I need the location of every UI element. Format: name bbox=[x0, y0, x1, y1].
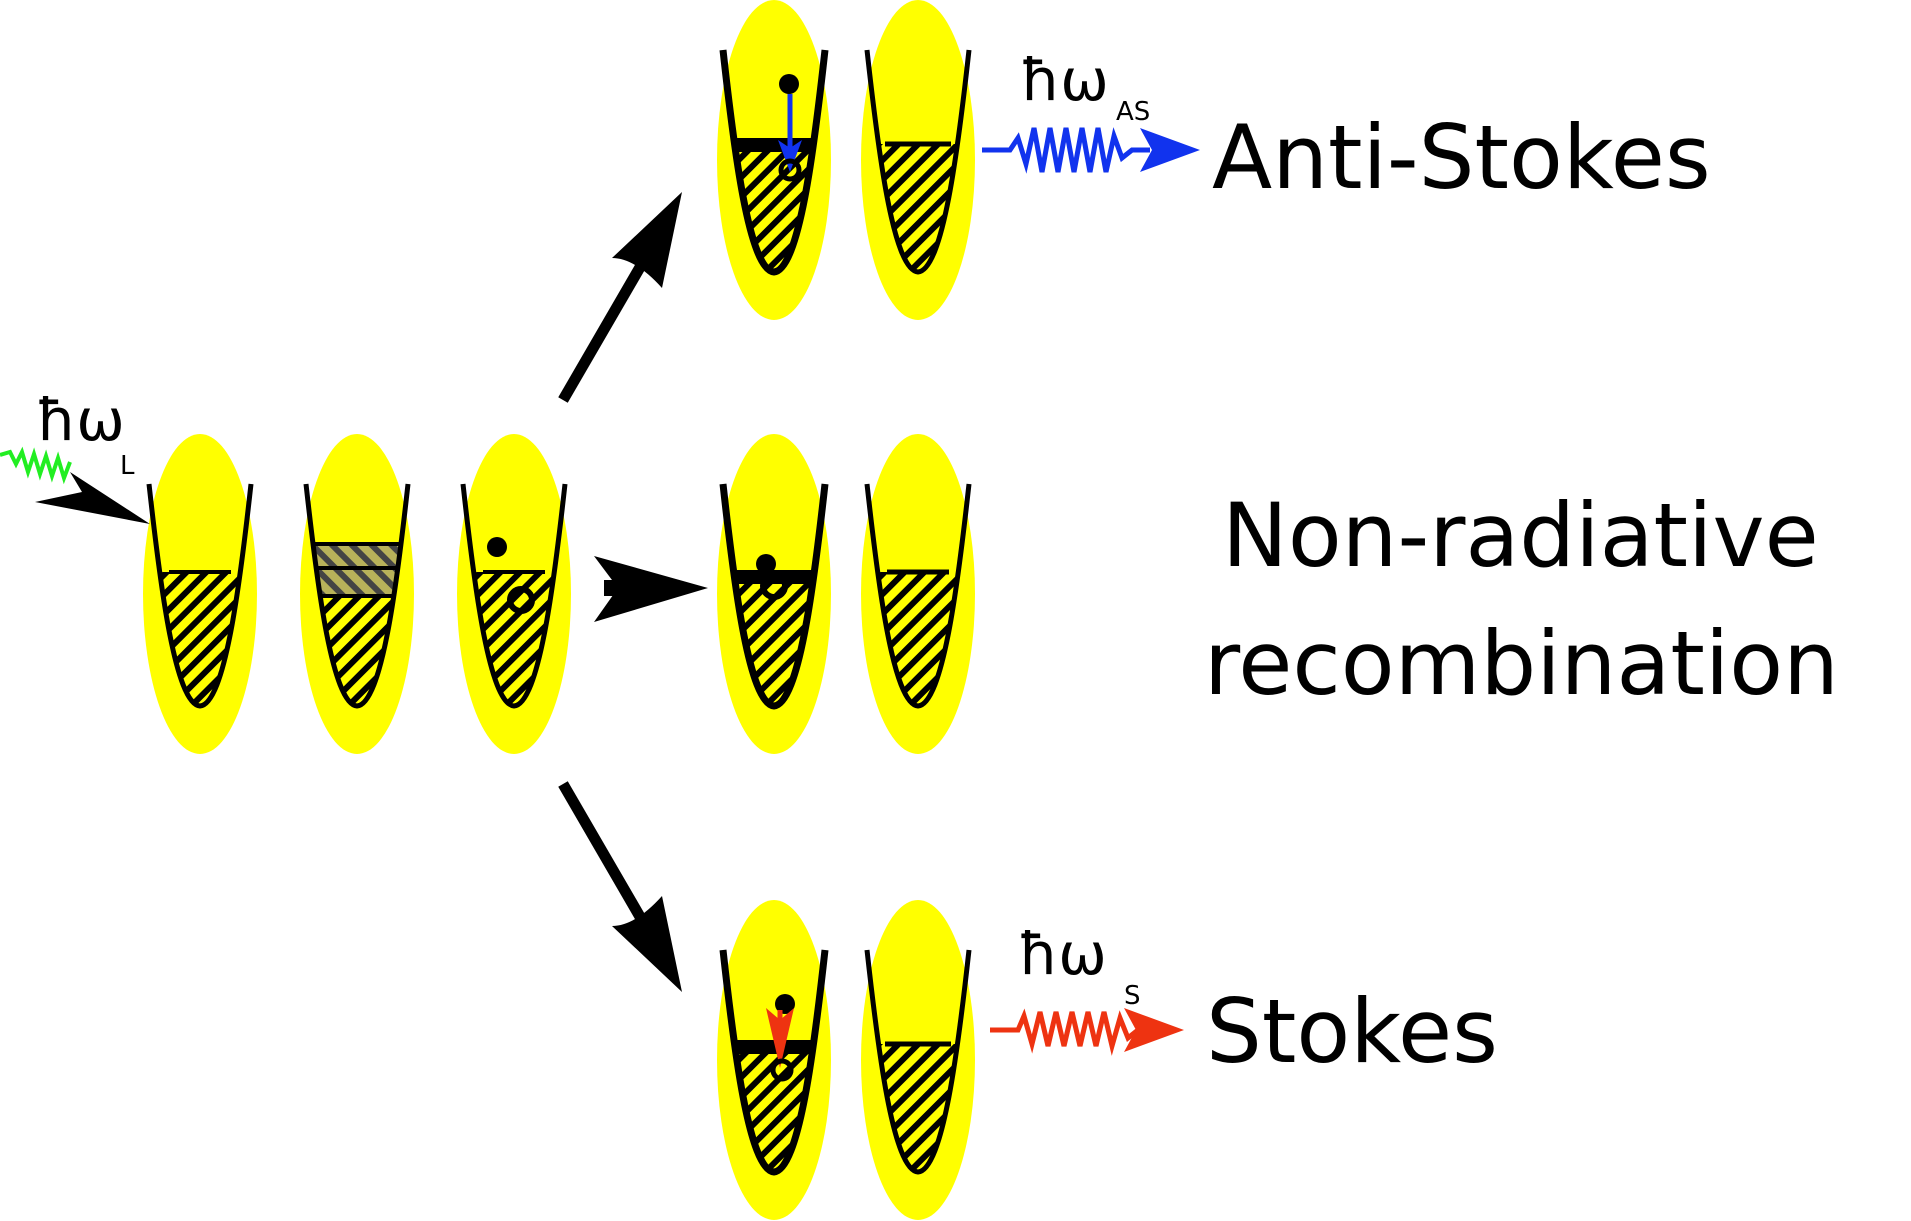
stokes-wave bbox=[990, 1008, 1150, 1056]
anti-stokes-hbar-omega: ħω bbox=[1020, 46, 1109, 114]
potential-well bbox=[864, 949, 972, 1175]
electron bbox=[779, 74, 799, 94]
potential-well bbox=[719, 949, 829, 1176]
stokes-subscript: S bbox=[1124, 981, 1141, 1011]
potential-well bbox=[460, 483, 568, 709]
potential-well bbox=[303, 483, 411, 709]
stokes-label: Stokes bbox=[1206, 980, 1498, 1083]
stokes-photon bbox=[990, 1008, 1184, 1056]
quantum-dot-3 bbox=[457, 434, 571, 754]
quantum-dot-2 bbox=[300, 434, 414, 754]
anti-stokes-subscript: AS bbox=[1116, 97, 1150, 127]
non-radiative-label-line1: Non-radiative bbox=[1222, 484, 1819, 587]
potential-well bbox=[719, 483, 829, 710]
non-radiative-label-line2: recombination bbox=[1204, 612, 1839, 715]
arrow-to-stokes bbox=[558, 781, 682, 992]
laser-subscript: L bbox=[120, 451, 135, 481]
arrow-to-anti-stokes bbox=[558, 192, 682, 403]
non-radiative-dot-1 bbox=[717, 434, 831, 754]
hole bbox=[507, 586, 535, 614]
stokes-dot-1 bbox=[717, 900, 831, 1220]
laser-hbar-omega: ħω bbox=[36, 386, 125, 454]
hole bbox=[770, 1058, 794, 1082]
anti-stokes-label: Anti-Stokes bbox=[1212, 106, 1711, 209]
anti-stokes-dot-1 bbox=[717, 0, 831, 320]
quantum-dot-1 bbox=[143, 434, 257, 754]
laser-arrow bbox=[35, 472, 150, 524]
hole bbox=[760, 572, 788, 600]
relaxation-arrow bbox=[778, 140, 802, 172]
laser-photon bbox=[0, 446, 150, 524]
laser-wave bbox=[0, 446, 72, 485]
stokes-hbar-omega: ħω bbox=[1018, 920, 1107, 988]
arrow-to-non-radiative bbox=[594, 556, 708, 622]
stokes-dot-2 bbox=[861, 900, 975, 1220]
electron bbox=[756, 554, 776, 574]
electron bbox=[487, 537, 507, 557]
potential-well bbox=[719, 49, 829, 276]
non-radiative-dot-2 bbox=[861, 434, 975, 754]
relaxation-arrow bbox=[766, 1008, 794, 1068]
potential-well bbox=[864, 49, 972, 275]
potential-well bbox=[146, 483, 254, 709]
hole bbox=[778, 158, 802, 182]
electron bbox=[775, 994, 795, 1014]
anti-stokes-wave bbox=[982, 127, 1150, 174]
potential-well bbox=[864, 483, 972, 709]
anti-stokes-photon bbox=[982, 127, 1200, 174]
anti-stokes-dot-2 bbox=[861, 0, 975, 320]
